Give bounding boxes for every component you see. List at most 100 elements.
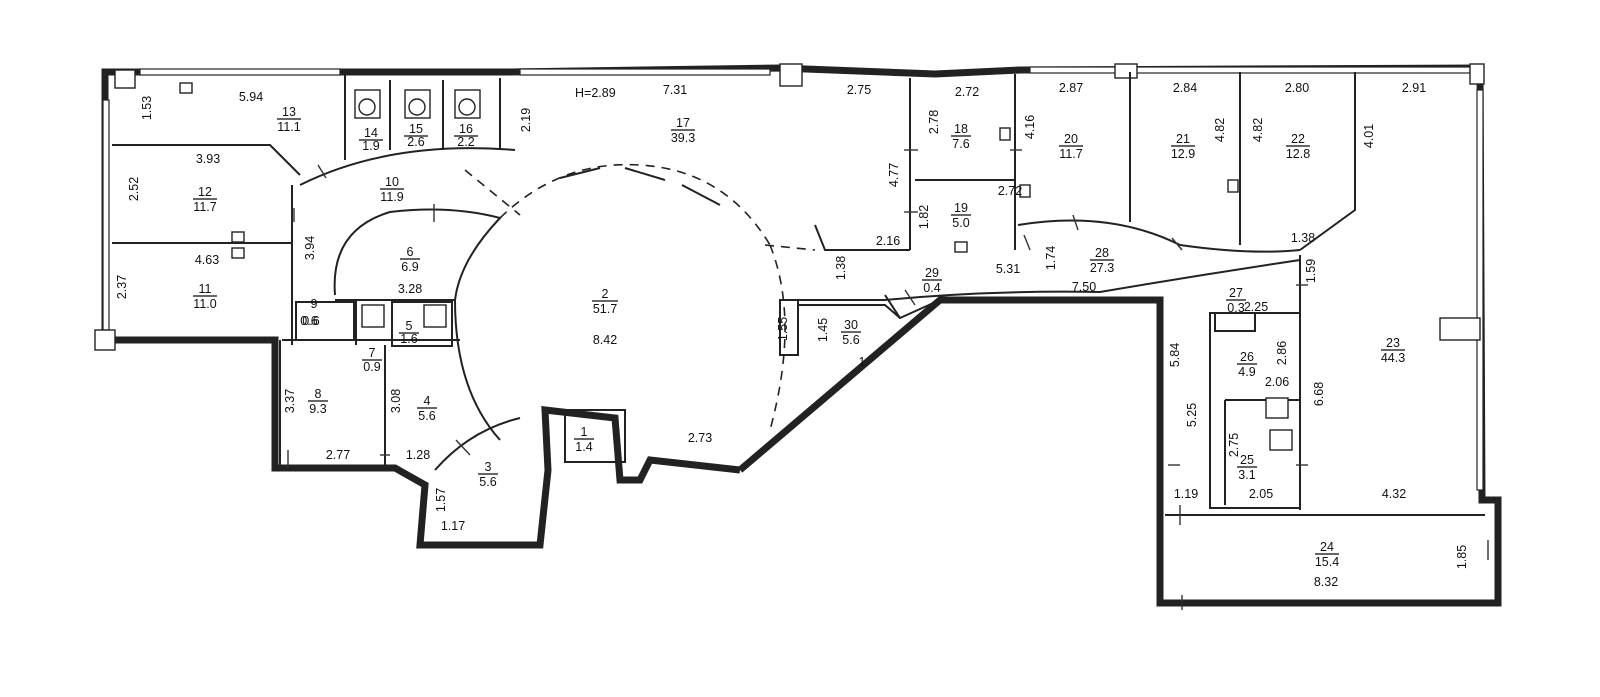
dimension-label: 3.37 bbox=[283, 389, 297, 413]
svg-text:16: 16 bbox=[459, 122, 473, 136]
dimension-label: 3.08 bbox=[389, 389, 403, 413]
dimension-label: 5.94 bbox=[239, 90, 263, 104]
vent-icon bbox=[231, 231, 245, 243]
dimension-label: 3.28 bbox=[398, 282, 422, 296]
svg-text:39.3: 39.3 bbox=[671, 131, 695, 145]
dimension-label: 1.59 bbox=[1304, 259, 1318, 283]
svg-text:12.8: 12.8 bbox=[1286, 147, 1310, 161]
svg-text:11: 11 bbox=[199, 282, 212, 296]
svg-text:1.9: 1.9 bbox=[362, 139, 379, 153]
dimension-label: 2.78 bbox=[927, 110, 941, 134]
ceiling-height-label: H=2.89 bbox=[575, 86, 616, 100]
svg-text:7: 7 bbox=[369, 346, 376, 360]
dimension-label: 1.53 bbox=[140, 96, 154, 120]
svg-text:10: 10 bbox=[385, 175, 399, 189]
dimension-label: 3.94 bbox=[303, 236, 317, 260]
dimension-label: 1.45 bbox=[816, 318, 830, 342]
column-pillar bbox=[1439, 317, 1481, 341]
sink-icon bbox=[423, 304, 447, 328]
svg-text:2.6: 2.6 bbox=[407, 135, 424, 149]
vent-icon bbox=[1019, 184, 1031, 198]
dimension-label: 2.72 bbox=[955, 85, 979, 99]
room-label: 305.6 bbox=[841, 318, 861, 347]
dimension-label: 2.73 bbox=[688, 431, 712, 445]
room-label: 162.2 bbox=[454, 122, 478, 149]
svg-text:22: 22 bbox=[1291, 132, 1305, 146]
dimension-label: 0.6 bbox=[302, 314, 319, 328]
svg-text:11.9: 11.9 bbox=[380, 190, 403, 204]
sink-icon bbox=[361, 304, 385, 328]
dimension-labels: 1.53 5.94 7.31 2.75 2.72 2.87 2.84 2.80 … bbox=[115, 81, 1469, 589]
ceiling-label: 8.42 bbox=[593, 333, 617, 347]
svg-text:44.3: 44.3 bbox=[1381, 351, 1405, 365]
svg-text:1: 1 bbox=[581, 425, 588, 439]
svg-text:3: 3 bbox=[485, 460, 492, 474]
dimension-label: 6.68 bbox=[1312, 382, 1326, 406]
svg-text:0.6: 0.6 bbox=[300, 314, 317, 328]
svg-text:18: 18 bbox=[954, 122, 968, 136]
dimension-label: 5.25 bbox=[1185, 403, 1199, 427]
fixtures bbox=[179, 82, 1293, 451]
dimension-label: 4.32 bbox=[1382, 487, 1406, 501]
svg-text:27: 27 bbox=[1229, 286, 1243, 300]
sink-icon bbox=[1265, 397, 1289, 419]
svg-text:7.6: 7.6 bbox=[952, 137, 969, 151]
vent-icon bbox=[954, 241, 968, 253]
svg-text:3.1: 3.1 bbox=[1238, 468, 1255, 482]
outer-walls bbox=[94, 63, 1502, 607]
column-pillar bbox=[1469, 63, 1485, 85]
room-label: 35.6 bbox=[478, 460, 498, 489]
room-label: 195.0 bbox=[951, 201, 971, 230]
room-label: 11.4 bbox=[574, 425, 594, 454]
dimension-label: 4.77 bbox=[887, 163, 901, 187]
svg-text:13: 13 bbox=[282, 105, 296, 119]
svg-text:11.0: 11.0 bbox=[193, 297, 216, 311]
dimension-label: 4.63 bbox=[195, 253, 219, 267]
room-label: 89.3 bbox=[308, 387, 328, 416]
svg-text:12: 12 bbox=[198, 185, 212, 199]
dimension-label: 2.75 bbox=[847, 83, 871, 97]
vent-icon bbox=[231, 247, 245, 259]
dimension-label: 2.87 bbox=[1059, 81, 1083, 95]
svg-text:5: 5 bbox=[406, 319, 413, 333]
room-label: 264.9 bbox=[1237, 350, 1257, 379]
room-label: 66.9 bbox=[400, 245, 420, 274]
dimension-label: 2.16 bbox=[876, 234, 900, 248]
dimension-label: 4.01 bbox=[1362, 124, 1376, 148]
sink-icon bbox=[1269, 429, 1293, 451]
dimension-label: 2.06 bbox=[1265, 375, 1289, 389]
dimension-label: 2.75 bbox=[1227, 433, 1241, 457]
toilet-icon bbox=[404, 89, 431, 119]
vent-icon bbox=[1227, 179, 1239, 193]
dimension-label: 7.31 bbox=[663, 83, 687, 97]
svg-text:21: 21 bbox=[1176, 132, 1190, 146]
dimension-label: 1.28 bbox=[406, 448, 430, 462]
svg-text:20: 20 bbox=[1064, 132, 1078, 146]
dimension-label: 2.91 bbox=[1402, 81, 1426, 95]
column-pillar bbox=[94, 329, 116, 351]
svg-text:0.3: 0.3 bbox=[1227, 301, 1244, 315]
dimension-label: 2.37 bbox=[115, 275, 129, 299]
svg-text:26: 26 bbox=[1240, 350, 1254, 364]
dimension-label: 2.72 bbox=[998, 184, 1022, 198]
svg-text:23: 23 bbox=[1386, 336, 1400, 350]
dimension-label: 2.19 bbox=[519, 108, 533, 132]
dimension-label: 1.17 bbox=[441, 519, 465, 533]
dimension-label: 2.25 bbox=[1244, 300, 1268, 314]
svg-text:4.9: 4.9 bbox=[1238, 365, 1255, 379]
svg-text:5.6: 5.6 bbox=[479, 475, 496, 489]
svg-text:4: 4 bbox=[424, 394, 431, 408]
dimension-label: 1.74 bbox=[1044, 246, 1058, 270]
svg-text:17: 17 bbox=[676, 116, 690, 130]
dimension-label: 4.16 bbox=[1023, 115, 1037, 139]
dimension-label: 5.31 bbox=[996, 262, 1020, 276]
dimension-label: 2.77 bbox=[326, 448, 350, 462]
svg-text:12.9: 12.9 bbox=[1171, 147, 1195, 161]
